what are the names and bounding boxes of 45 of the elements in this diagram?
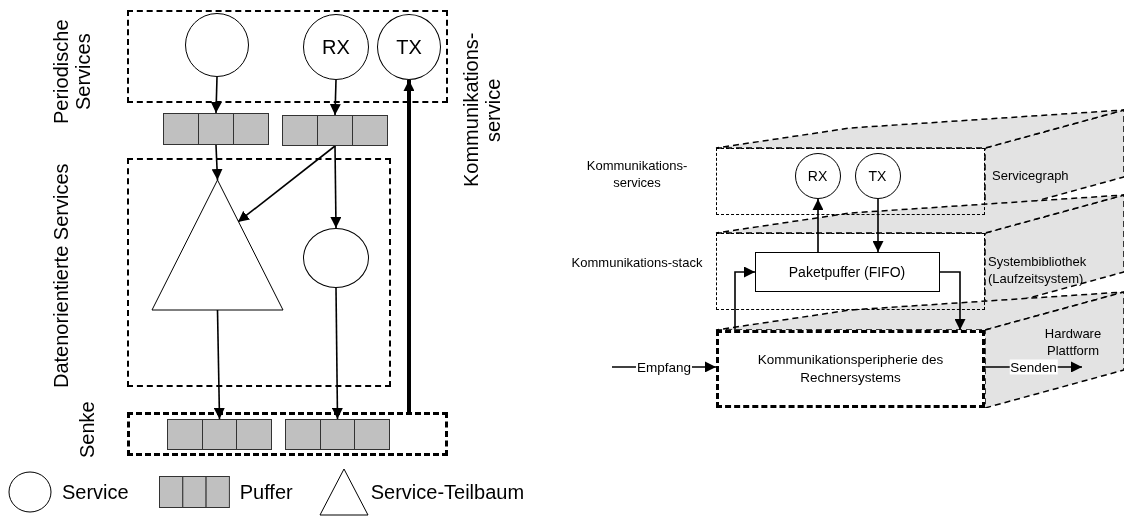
slab-side-face xyxy=(985,292,1124,408)
service-circle xyxy=(854,152,901,199)
dashed-group-box xyxy=(127,412,448,456)
buffer-drawing xyxy=(285,419,390,450)
section-label: Periodische Services xyxy=(50,18,94,126)
legend-label: Puffer xyxy=(239,480,293,504)
buffer-box xyxy=(754,251,940,292)
section-label: Kommunikations-service xyxy=(460,31,504,190)
arrow xyxy=(812,198,824,253)
service-name: TX xyxy=(868,167,887,184)
dashed-group-box xyxy=(716,233,985,310)
layer-label: Kommunikations-stack xyxy=(570,255,704,272)
arrow xyxy=(237,145,336,223)
layer-label: Kommunikations-services xyxy=(585,158,689,192)
service-circle xyxy=(794,152,841,199)
section-label: Datenorientierte Services xyxy=(50,162,72,391)
dashed-group-box xyxy=(127,158,391,387)
section-label: Senke xyxy=(76,400,98,461)
buffer-drawing xyxy=(282,115,388,146)
dashed-layer-box xyxy=(716,330,985,408)
arrow xyxy=(211,144,223,181)
layer-label: Systembibliothek (Laufzeitsystem) xyxy=(988,254,1088,288)
arrow xyxy=(210,76,222,114)
arrow xyxy=(734,266,756,331)
arrow xyxy=(329,79,341,116)
dashed-group-box xyxy=(716,148,985,215)
arrow xyxy=(331,287,343,420)
layer-label: Hardware Plattform xyxy=(1043,326,1103,360)
arrow xyxy=(939,271,966,331)
arrow xyxy=(403,80,415,412)
arrow xyxy=(330,145,342,229)
layer-label: Servicegraph xyxy=(992,168,1070,185)
legend-label: Service xyxy=(62,480,129,504)
legend-label: Service-Teilbaum xyxy=(370,480,525,504)
service-name: RX xyxy=(322,35,350,59)
dashed-group-box xyxy=(127,10,448,103)
buffer-label: Paketpuffer (FIFO) xyxy=(788,263,906,280)
layer-text: Kommunikationsperipherie des Rechnersystems xyxy=(756,351,945,387)
service-subtree-triangle xyxy=(152,180,283,310)
arrow xyxy=(213,309,225,420)
edge-label: Senden xyxy=(1009,359,1058,375)
buffer-drawing xyxy=(167,419,272,450)
service-name: RX xyxy=(807,167,828,184)
service-name: TX xyxy=(396,35,422,59)
buffer-drawing xyxy=(163,113,269,145)
